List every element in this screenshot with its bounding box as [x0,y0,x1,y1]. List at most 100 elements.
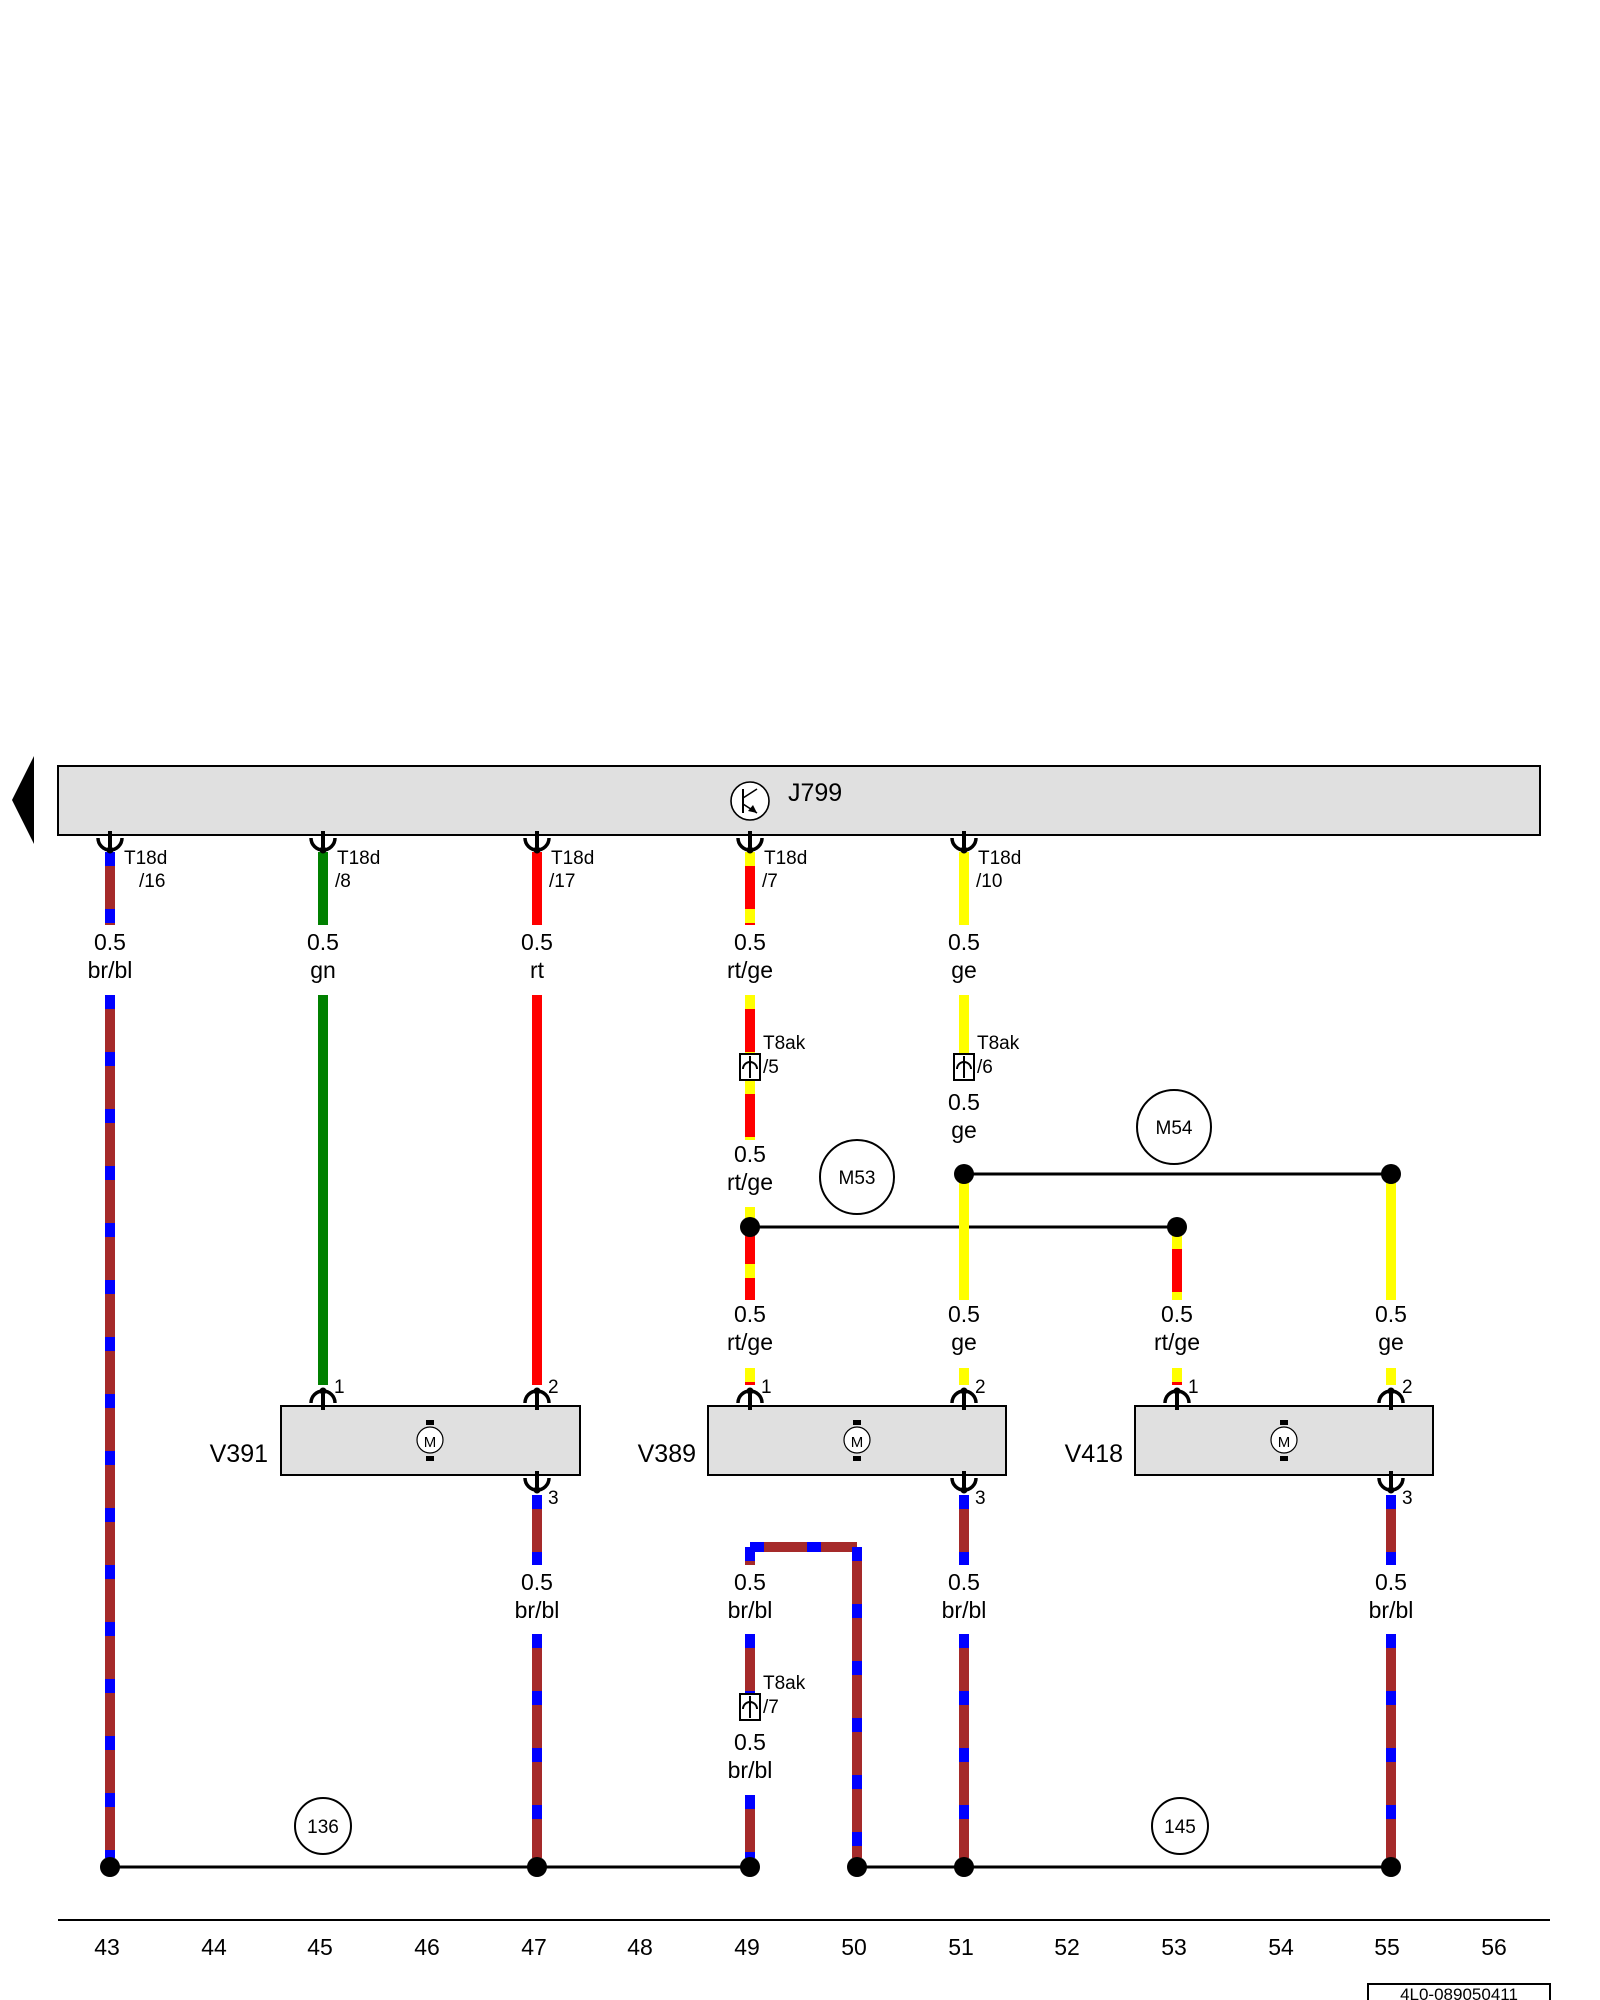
connector-label: T18d [978,848,1021,869]
transistor-icon [730,781,770,821]
motor-v391: M [280,1405,581,1476]
wire-label: 0.5rt/ge [727,929,773,983]
svg-text:br/bl: br/bl [88,957,133,983]
svg-text:0.5: 0.5 [734,1569,766,1595]
connector-pin-t18d-7: T18d /7 [736,829,807,892]
svg-text:0.5: 0.5 [521,929,553,955]
connector-pin-t18d-16: T18d /16 [96,829,167,892]
column-number: 52 [1054,1934,1080,1960]
splice-ref-m53: M53 [819,1139,895,1215]
svg-text:2: 2 [1402,1377,1413,1398]
motor-pin-v389-1: 1 [736,1377,772,1412]
column-number: 54 [1268,1934,1294,1960]
connector-pin-t18d-17: T18d /17 [523,829,594,892]
column-number: 47 [521,1934,547,1960]
svg-text:0.5: 0.5 [521,1569,553,1595]
column-number: 48 [627,1934,653,1960]
svg-text:1: 1 [1188,1377,1199,1398]
column-number: 56 [1481,1934,1507,1960]
wire-label: 0.5gn [307,929,339,983]
svg-text:M54: M54 [1156,1118,1193,1139]
svg-text:rt/ge: rt/ge [727,957,773,983]
connector-label: T18d [124,848,167,869]
pin-label: /5 [763,1057,779,1078]
svg-text:ge: ge [951,1329,977,1355]
column-number: 55 [1374,1934,1400,1960]
motor-label-v391: V391 [210,1440,268,1468]
svg-text:br/bl: br/bl [728,1597,773,1623]
svg-text:3: 3 [1402,1488,1413,1509]
pin-label: /10 [976,871,1002,892]
pin-label: /16 [139,871,165,892]
column-number: 49 [734,1934,760,1960]
control-unit-label: J799 [788,779,842,807]
document-id: 4L0-089050411 [1400,1985,1518,2000]
motor-pin-v389-2: 2 [950,1377,986,1412]
connector-label: T8ak [977,1033,1020,1054]
column-number: 50 [841,1934,867,1960]
svg-text:2: 2 [975,1377,986,1398]
motor-v389: M [707,1405,1007,1476]
svg-text:0.5: 0.5 [734,1301,766,1327]
svg-text:0.5: 0.5 [734,1141,766,1167]
motor-pin-v391-3: 3 [523,1469,559,1509]
connector-pin-t18d-10: T18d /10 [950,829,1021,892]
wire-label: 0.5br/bl [1369,1569,1414,1623]
splice-ref-m54: M54 [1136,1089,1212,1165]
motor-pin-v389-3: 3 [950,1469,986,1509]
column-number: 44 [201,1934,227,1960]
control-unit-j799 [57,765,1541,836]
motor-v418: M [1134,1405,1434,1476]
wire-label: 0.5br/bl [515,1569,560,1623]
svg-text:M53: M53 [839,1168,876,1189]
wire-label: 0.5br/bl [942,1569,987,1623]
motor-pin-v418-1: 1 [1163,1377,1199,1412]
column-number: 45 [307,1934,333,1960]
svg-text:gn: gn [310,957,336,983]
svg-text:br/bl: br/bl [515,1597,560,1623]
connector-pin-t18d-8: T18d /8 [309,829,380,892]
motor-pin-v391-1: 1 [309,1377,345,1412]
svg-text:rt/ge: rt/ge [1154,1329,1200,1355]
wire-label: 0.5rt/ge [1154,1301,1200,1355]
svg-text:0.5: 0.5 [1161,1301,1193,1327]
pin-label: /7 [763,1697,779,1718]
svg-text:br/bl: br/bl [728,1757,773,1783]
svg-text:0.5: 0.5 [948,1569,980,1595]
inline-connector-t8ak-7: T8ak /7 [739,1673,806,1721]
column-number: 43 [94,1934,120,1960]
svg-text:2: 2 [548,1377,559,1398]
svg-text:rt: rt [530,957,545,983]
wire-label: 0.5br/bl [728,1569,773,1623]
column-number: 51 [948,1934,974,1960]
ground-ref-145: 145 [1151,1797,1209,1855]
svg-text:1: 1 [761,1377,772,1398]
pin-label: /17 [549,871,575,892]
svg-text:0.5: 0.5 [734,1729,766,1755]
motor-pin-v391-2: 2 [523,1377,559,1412]
column-number: 53 [1161,1934,1187,1960]
svg-text:0.5: 0.5 [307,929,339,955]
wire-label: 0.5ge [948,929,980,983]
motor-pin-v418-2: 2 [1377,1377,1413,1412]
motor-icon: M [1278,1434,1291,1451]
motor-label-v418: V418 [1065,1440,1123,1468]
motor-label-v389: V389 [638,1440,696,1468]
ground-ref-136: 136 [294,1797,352,1855]
pin-label: /8 [335,871,351,892]
svg-text:0.5: 0.5 [94,929,126,955]
svg-text:0.5: 0.5 [1375,1569,1407,1595]
wire-label: 0.5br/bl [728,1729,773,1783]
svg-text:3: 3 [975,1488,986,1509]
column-number-row: 43 44 45 46 47 48 49 50 51 52 53 54 55 5… [94,1934,1507,1960]
column-number: 46 [414,1934,440,1960]
wire-label: 0.5ge [948,1301,980,1355]
svg-text:3: 3 [548,1488,559,1509]
pin-label: /6 [977,1057,993,1078]
page-back-arrow-icon[interactable] [12,756,34,844]
document-id-box: 4L0-089050411 [1367,1983,1551,2000]
wire-label: 0.5ge [1375,1301,1407,1355]
motor-icon: M [851,1434,864,1451]
wire-label: 0.5rt [521,929,553,983]
svg-text:0.5: 0.5 [948,929,980,955]
